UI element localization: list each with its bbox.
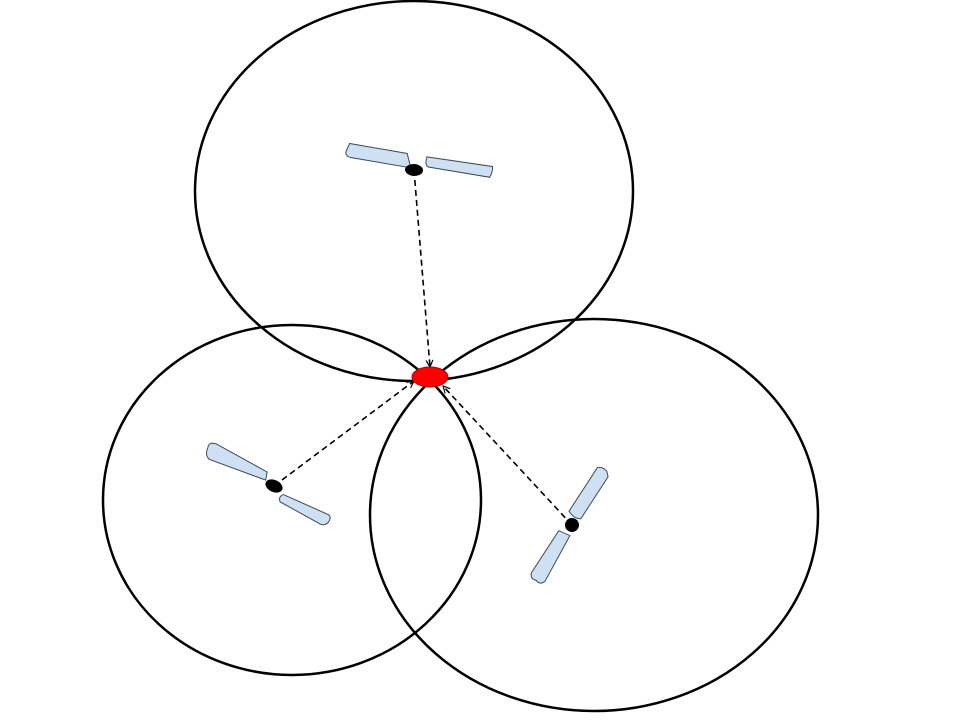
solar-panel-right (279, 493, 331, 526)
satellite-body (265, 479, 283, 493)
satellite-body (565, 518, 579, 532)
satellite-body (405, 163, 423, 177)
measurement-line-top (413, 169, 430, 367)
measurement-line-right (443, 386, 573, 526)
satellite-icon (205, 442, 331, 526)
measurement-lines (273, 169, 573, 526)
measurement-line-left (273, 381, 414, 487)
range-circle-right (368, 317, 820, 713)
solar-panel-upper (568, 466, 609, 520)
solar-panel-lower (530, 530, 571, 584)
solar-panel-right (425, 156, 494, 178)
range-circle-left (101, 323, 483, 677)
receiver-position-icon (411, 366, 449, 388)
satellite-icon (345, 142, 494, 178)
satellite-icon (530, 466, 609, 584)
solar-panel-left (205, 442, 268, 481)
